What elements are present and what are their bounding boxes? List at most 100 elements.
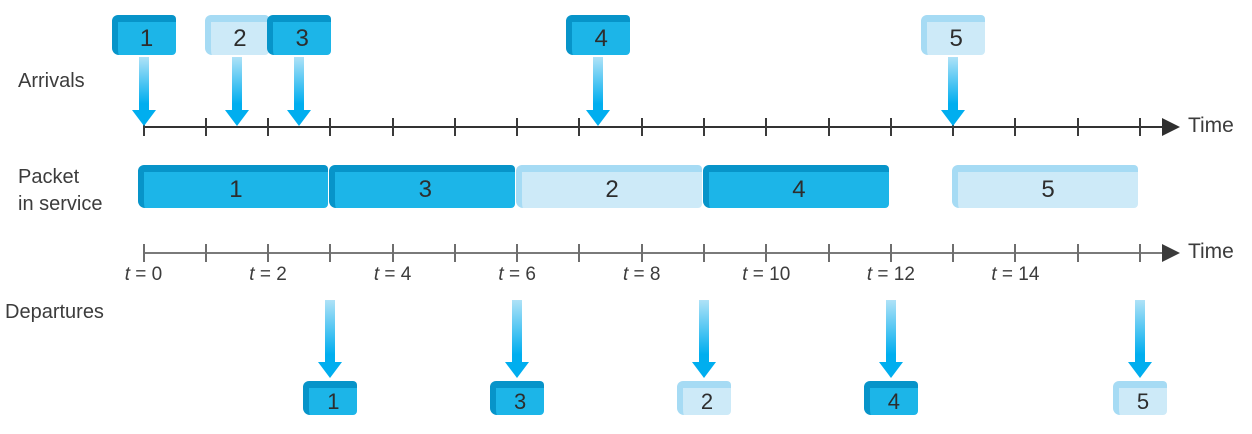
departure-packet-box-1: 1	[303, 381, 358, 415]
departure-packet-box-5: 5	[1112, 381, 1167, 415]
arrival-packet-box-4: 4	[566, 15, 631, 55]
arrow-head-icon	[878, 362, 903, 378]
bottom-time-axis-tick	[952, 244, 955, 262]
arrow-head-icon	[131, 110, 156, 126]
tick-label-t6: t = 6	[498, 264, 536, 285]
packet-number: 5	[949, 24, 963, 52]
top-time-axis-tick	[516, 118, 519, 136]
tick-label-t14: t = 14	[991, 264, 1040, 285]
arrow-shaft	[885, 300, 896, 364]
bottom-time-axis-tick	[640, 244, 643, 262]
service-bar-5: 5	[952, 165, 1138, 208]
arrow-head-icon	[941, 110, 966, 126]
arrow-head-icon	[586, 110, 611, 126]
tick-label-t2: t = 2	[249, 264, 287, 285]
service-bar-4: 4	[703, 165, 889, 208]
departure-arrow-3	[505, 300, 530, 378]
arrow-head-icon	[692, 362, 717, 378]
departure-packet-box-4: 4	[863, 381, 918, 415]
departure-packet-box-3: 3	[490, 381, 545, 415]
packet-in-service-label-line1: Packet	[18, 166, 80, 188]
packet-number: 1	[229, 176, 243, 203]
top-time-axis-time-label: Time	[1187, 114, 1234, 137]
bottom-time-axis-tick	[889, 244, 892, 262]
top-time-axis-tick	[142, 118, 145, 136]
top-time-axis-tick	[952, 118, 955, 136]
bottom-time-axis-tick	[204, 244, 207, 262]
arrow-shaft	[948, 57, 959, 112]
service-bar-3: 3	[329, 165, 516, 208]
arrival-arrow-4	[586, 57, 611, 126]
top-time-axis-line	[143, 126, 1162, 128]
packet-in-service-label-line2: in service	[18, 193, 103, 215]
departure-arrow-5	[1127, 300, 1152, 378]
arrow-shaft	[1134, 300, 1145, 364]
packet-number: 5	[1041, 176, 1055, 203]
packet-number: 4	[887, 388, 900, 414]
top-time-axis-tick	[765, 118, 768, 136]
top-time-axis-tick	[267, 118, 270, 136]
arrow-head-icon	[287, 110, 312, 126]
packet-number: 5	[1136, 388, 1150, 414]
arrow-shaft	[593, 57, 604, 112]
bottom-time-axis-tick	[516, 244, 519, 262]
tick-label-t4: t = 4	[373, 264, 412, 285]
service-bar-2: 2	[516, 165, 702, 208]
packet-number: 2	[700, 388, 714, 414]
arrival-arrow-5	[941, 57, 966, 126]
departures-label: Departures	[5, 301, 104, 323]
packet-number: 1	[139, 24, 154, 52]
packet-number: 3	[295, 24, 309, 52]
tick-label-t12: t = 12	[866, 264, 915, 285]
departure-arrow-2	[692, 300, 717, 378]
top-time-axis-tick	[453, 118, 456, 136]
top-time-axis-tick	[1014, 118, 1017, 136]
top-time-axis-tick	[1076, 118, 1079, 136]
bottom-time-axis-tick	[578, 244, 581, 262]
arrival-packet-box-1: 1	[111, 15, 176, 55]
bottom-time-axis-tick	[453, 244, 456, 262]
tick-label-t0: t = 0	[124, 264, 163, 285]
top-time-axis-tick	[329, 118, 332, 136]
arrival-arrow-3	[287, 57, 312, 126]
bottom-time-axis-tick	[391, 244, 394, 262]
top-time-axis-arrowhead-icon	[1161, 118, 1180, 136]
bottom-time-axis-tick	[1076, 244, 1079, 262]
top-time-axis-tick	[204, 118, 207, 136]
top-time-axis-tick	[578, 118, 581, 136]
arrow-shaft	[512, 300, 523, 364]
arrow-head-icon	[1127, 362, 1152, 378]
packet-number: 3	[514, 388, 527, 414]
bottom-time-axis-arrowhead-icon	[1161, 244, 1180, 262]
bottom-time-axis-line	[143, 252, 1162, 254]
arrow-shaft	[699, 300, 710, 364]
top-time-axis-tick	[391, 118, 394, 136]
packet-number: 2	[233, 24, 247, 52]
arrow-shaft	[231, 57, 242, 112]
arrow-shaft	[325, 300, 336, 364]
arrow-head-icon	[224, 110, 249, 126]
arrival-arrow-1	[131, 57, 156, 126]
bottom-time-axis-tick	[765, 244, 768, 262]
top-time-axis-tick	[640, 118, 643, 136]
packet-number: 2	[605, 176, 619, 203]
arrivals-label: Arrivals	[18, 70, 85, 92]
top-time-axis-tick	[889, 118, 892, 136]
arrival-arrow-2	[224, 57, 249, 126]
top-time-axis-tick	[1138, 118, 1141, 136]
departure-packet-box-2: 2	[677, 381, 732, 415]
top-time-axis-tick	[703, 118, 706, 136]
packet-number: 4	[594, 24, 608, 52]
packet-number: 1	[327, 388, 340, 414]
arrow-head-icon	[505, 362, 530, 378]
arrival-packet-box-2: 2	[204, 15, 269, 55]
departure-arrow-1	[318, 300, 343, 378]
bottom-time-axis-tick	[329, 244, 332, 262]
packet-number: 3	[418, 176, 432, 203]
bottom-time-axis-tick	[142, 244, 145, 262]
tick-label-t10: t = 10	[742, 264, 791, 285]
arrow-shaft	[294, 57, 305, 112]
arrow-head-icon	[318, 362, 343, 378]
arrival-packet-box-5: 5	[921, 15, 986, 55]
